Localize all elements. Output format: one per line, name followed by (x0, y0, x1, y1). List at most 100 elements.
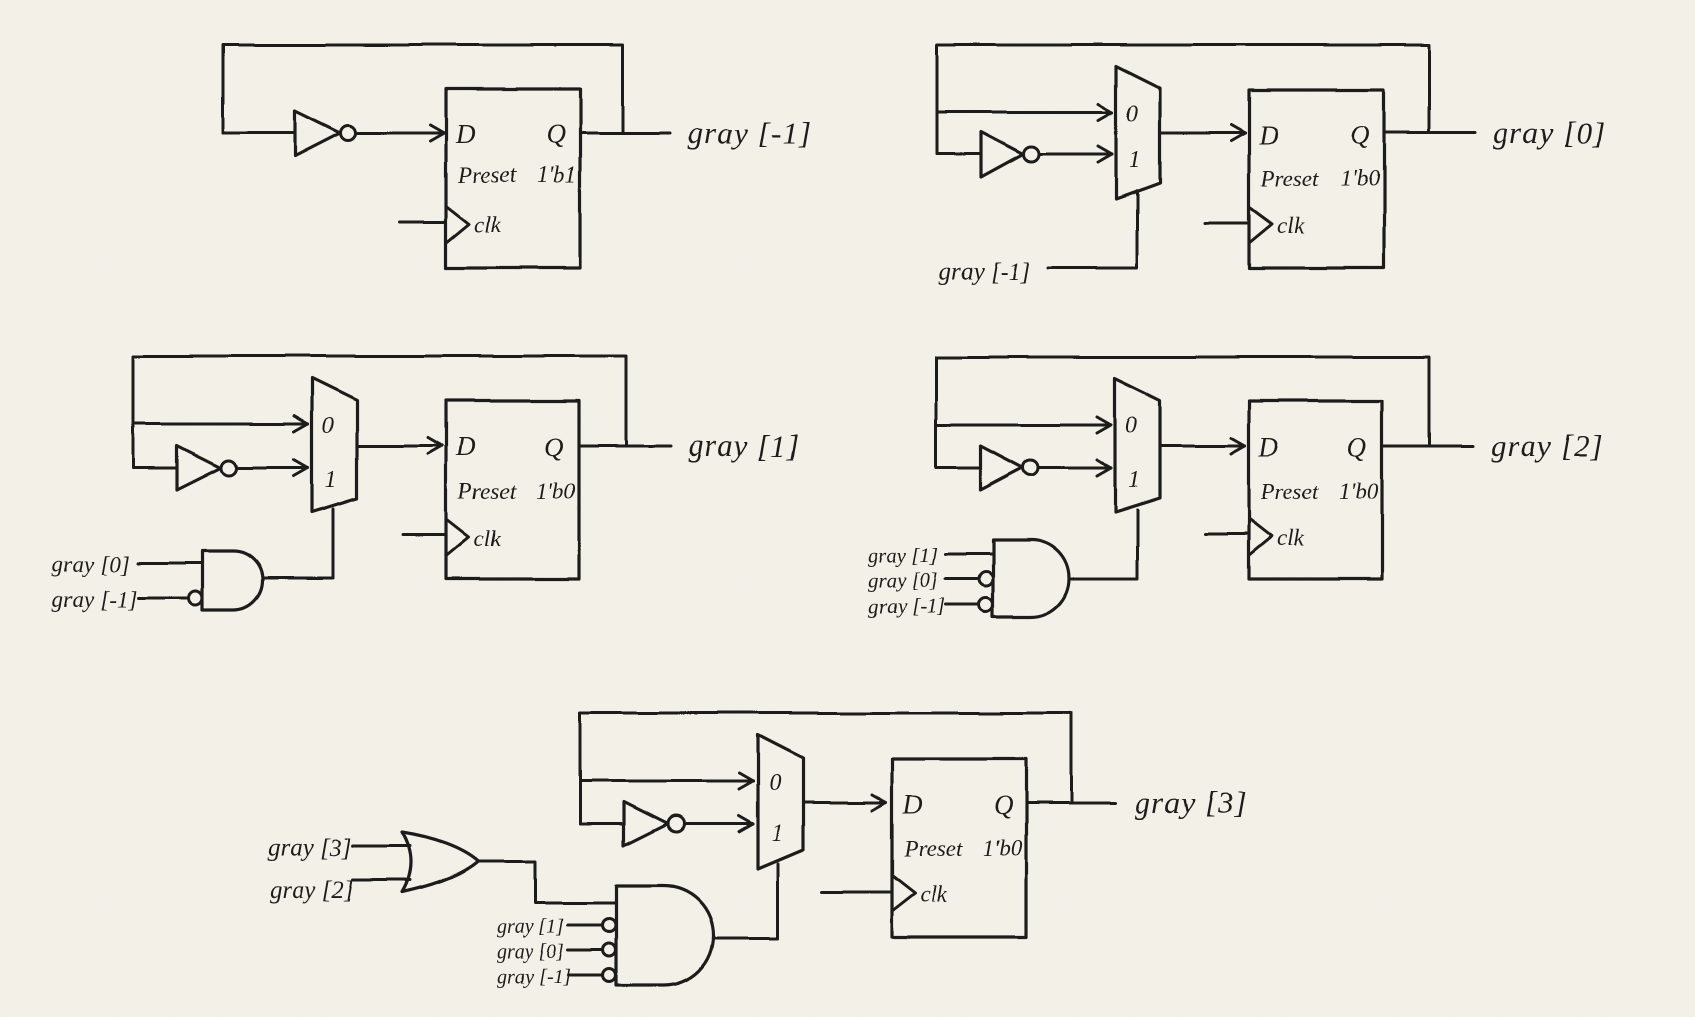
circuit-gray-1: 0 1 D Q Preset 1'b0 clk gray [1] gray [0… (52, 354, 800, 612)
output-label: gray [3] (1135, 785, 1247, 820)
circuit-gray-neg1: D Q Preset 1'b1 clk gray [-1] (221, 43, 812, 270)
or-input-label: gray [3] (268, 835, 352, 862)
mux-body (310, 376, 359, 514)
arrowhead-icon (1096, 102, 1114, 122)
arrowhead-icon (1229, 436, 1247, 456)
dff-preset-value: 1'b0 (1339, 479, 1379, 504)
gate-input-label: gray [1] (868, 543, 939, 567)
or-output-wire (476, 859, 618, 905)
arrowhead-icon (1096, 144, 1114, 164)
dff-preset-label: Preset (457, 162, 517, 187)
or-input-label: gray [2] (270, 877, 354, 904)
dff-clk-label: clk (474, 212, 502, 237)
dff-d-label: D (1258, 432, 1279, 462)
dff-d-label: D (1258, 120, 1279, 150)
clk-edge-icon (444, 204, 471, 245)
and-gate-icon (991, 538, 1072, 619)
gate-input-label: gray [0] (868, 568, 939, 592)
clk-edge-icon (890, 873, 917, 913)
dff-q-label: Q (1350, 120, 1370, 150)
input-bubble-icon (977, 596, 995, 614)
inverter-icon (175, 444, 223, 492)
arrowhead-icon (1095, 458, 1113, 478)
mux-body (1113, 376, 1162, 514)
dff-clk-label: clk (920, 882, 948, 907)
mux-0-label: 0 (322, 413, 334, 439)
feedback-wire (131, 354, 628, 470)
arrowhead-icon (428, 123, 446, 143)
dff-q-label: Q (544, 432, 564, 462)
dff-box (1247, 88, 1386, 270)
mux-1-label: 1 (1128, 467, 1140, 493)
dff-box (444, 87, 582, 270)
mux-1-label: 1 (1129, 147, 1141, 173)
feedback-wire (221, 43, 625, 135)
select-wire (1046, 189, 1139, 270)
input-bubble-icon (977, 570, 995, 588)
dff-q-label: Q (546, 119, 566, 149)
feedback-wire (935, 43, 1431, 156)
dff-box (444, 399, 581, 581)
circuit-gray-3: 0 1 D Q Preset 1'b0 clk gray [3] gray [3… (268, 711, 1247, 988)
dff-clk-label: clk (1277, 526, 1305, 551)
dff-preset-label: Preset (1260, 166, 1320, 191)
gate-input-label: gray [1] (497, 916, 564, 938)
output-label: gray [-1] (688, 115, 812, 150)
dff-d-label: D (455, 432, 476, 462)
select-wire (261, 507, 335, 580)
mux-1-label: 1 (325, 467, 337, 493)
and-gate-icon (614, 884, 716, 987)
gate-input-label: gray [0] (52, 552, 129, 577)
output-label: gray [0] (1493, 115, 1605, 150)
gate-input-label: gray [-1] (868, 594, 946, 618)
mux-0-label: 0 (1126, 101, 1138, 127)
arrowhead-icon (1229, 123, 1247, 143)
dff-preset-value: 1'b0 (536, 479, 576, 504)
inverter-icon (293, 109, 342, 158)
arrowhead-icon (426, 436, 444, 456)
mux-body (756, 733, 805, 871)
dff-preset-value: 1'b0 (1340, 166, 1380, 191)
input-bubble-icon (601, 967, 617, 983)
dff-clk-label: clk (474, 526, 502, 551)
dff-q-label: Q (1347, 432, 1367, 462)
gate-input-label: gray [-1] (52, 587, 137, 612)
select-wire (712, 862, 780, 940)
dff-preset-label: Preset (457, 479, 517, 504)
mux-1-label: 1 (771, 821, 783, 847)
inverter-icon (979, 444, 1025, 492)
dff-preset-value: 1'b0 (983, 836, 1023, 861)
output-label: gray [2] (1491, 428, 1603, 463)
feedback-wire (934, 355, 1431, 470)
or-gate-icon (400, 830, 480, 894)
arrowhead-icon (870, 793, 888, 813)
dff-clk-label: clk (1277, 213, 1305, 238)
input-bubble-icon (187, 589, 205, 607)
dff-preset-value: 1'b1 (537, 162, 576, 187)
diagram: D Q Preset 1'b1 clk gray [-1] 0 1 (52, 43, 1605, 988)
dff-preset-label: Preset (903, 836, 963, 861)
inverter-icon (979, 130, 1025, 179)
nand-gate-icon (201, 549, 265, 612)
dff-d-label: D (902, 790, 923, 820)
dff-box (1247, 399, 1384, 581)
arrowhead-icon (1095, 415, 1113, 435)
inverter-icon (622, 800, 670, 848)
gate-input-label: gray [-1] (497, 966, 571, 988)
arrowhead-icon (292, 414, 310, 434)
input-bubble-icon (601, 942, 617, 958)
arrowhead-icon (737, 771, 755, 791)
dff-box (890, 757, 1028, 939)
mux-body (1114, 64, 1162, 201)
input-bubble-icon (601, 917, 617, 933)
circuit-gray-2: 0 1 D Q Preset 1'b0 clk gray [2] gray [1… (868, 355, 1603, 619)
select-wire (1068, 508, 1139, 581)
dff-preset-label: Preset (1260, 479, 1320, 504)
mux-0-label: 0 (769, 770, 781, 796)
output-label: gray [1] (688, 428, 800, 463)
arrowhead-icon (292, 458, 310, 478)
circuit-gray-0: 0 1 D Q Preset 1'b0 clk gray [0] gray [-… (935, 43, 1605, 286)
mux-0-label: 0 (1125, 413, 1137, 439)
